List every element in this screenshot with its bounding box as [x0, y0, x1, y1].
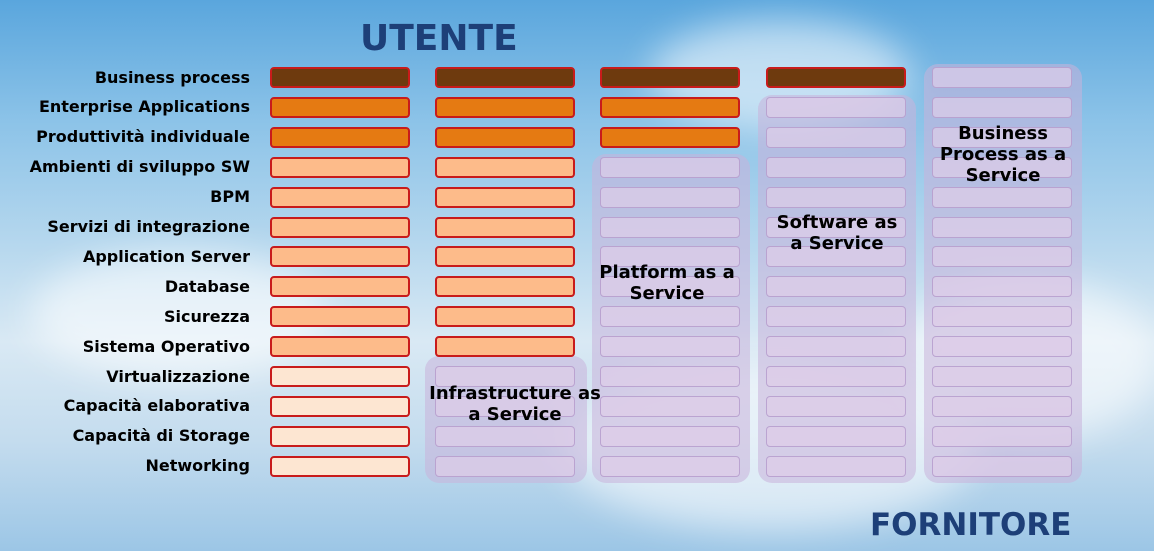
provider-layer-cell-c5-r9 [932, 306, 1072, 328]
user-layer-cell-c1-r9 [270, 306, 410, 328]
provider-layer-cell-c4-r13 [766, 425, 906, 447]
user-layer-cell-c2-r2 [435, 96, 575, 118]
provider-layer-cell-c2-r11 [435, 366, 575, 387]
provider-layer-cell-c3-r13 [600, 425, 740, 447]
user-layer-cell-c1-r10 [270, 336, 410, 358]
user-layer-cell-c2-r3 [435, 126, 575, 148]
provider-layer-cell-c3-r12 [600, 395, 740, 417]
row-label-business-process: Business process [94, 67, 250, 87]
provider-layer-cell-c3-r11 [600, 366, 740, 387]
user-title: UTENTE [360, 18, 518, 59]
row-label-bpm: BPM [210, 187, 250, 207]
user-layer-cell-c1-r7 [270, 246, 410, 268]
provider-layer-cell-c3-r8 [600, 276, 740, 298]
provider-layer-cell-c4-r7 [766, 246, 906, 268]
user-layer-cell-c3-r2 [600, 96, 740, 118]
provider-layer-cell-c2-r14 [435, 455, 575, 477]
user-layer-cell-c1-r12 [270, 395, 410, 417]
provider-layer-cell-c3-r9 [600, 306, 740, 328]
provider-layer-cell-c3-r10 [600, 336, 740, 358]
user-layer-cell-c2-r4 [435, 156, 575, 178]
user-layer-cell-c1-r5 [270, 186, 410, 208]
provider-layer-cell-c2-r12 [435, 395, 575, 417]
row-label-enterprise-applications: Enterprise Applications [38, 97, 250, 117]
row-label-virtualizzazione: Virtualizzazione [106, 366, 250, 386]
provider-layer-cell-c4-r8 [766, 276, 906, 298]
row-label-application-server: Application Server [82, 246, 250, 266]
provider-layer-cell-c4-r10 [766, 336, 906, 358]
provider-layer-cell-c4-r6 [766, 216, 906, 238]
user-layer-cell-c2-r7 [435, 246, 575, 268]
user-layer-cell-c1-r11 [270, 366, 410, 387]
user-layer-cell-c4-r1 [766, 67, 906, 88]
user-layer-cell-c1-r4 [270, 156, 410, 178]
row-label-database: Database [164, 276, 250, 296]
user-layer-cell-c2-r6 [435, 216, 575, 238]
provider-layer-cell-c5-r8 [932, 276, 1072, 298]
row-label-capacita-di-storage: Capacità di Storage [72, 426, 250, 446]
user-layer-cell-c2-r8 [435, 276, 575, 298]
provider-layer-cell-c4-r12 [766, 395, 906, 417]
provider-layer-cell-c5-r13 [932, 425, 1072, 447]
provider-layer-cell-c5-r2 [932, 96, 1072, 118]
provider-layer-cell-c5-r14 [932, 455, 1072, 477]
provider-title: FORNITORE [870, 507, 1072, 543]
provider-layer-cell-c5-r11 [932, 366, 1072, 387]
provider-layer-cell-c2-r13 [435, 425, 575, 447]
provider-layer-cell-c4-r5 [766, 186, 906, 208]
user-layer-cell-c2-r5 [435, 186, 575, 208]
provider-layer-cell-c5-r4 [932, 156, 1072, 178]
user-layer-cell-c2-r1 [435, 67, 575, 88]
row-label-ambienti-di-sviluppo-sw: Ambienti di sviluppo SW [29, 157, 250, 177]
provider-layer-cell-c5-r10 [932, 336, 1072, 358]
user-layer-cell-c3-r1 [600, 67, 740, 88]
provider-layer-cell-c5-r1 [932, 67, 1072, 88]
row-label-produttivita-individuale: Produttività individuale [36, 127, 250, 147]
row-label-sicurezza: Sicurezza [163, 306, 250, 326]
provider-layer-cell-c5-r7 [932, 246, 1072, 268]
provider-layer-cell-c4-r9 [766, 306, 906, 328]
provider-layer-cell-c4-r11 [766, 366, 906, 387]
user-layer-cell-c1-r3 [270, 126, 410, 148]
user-layer-cell-c2-r9 [435, 306, 575, 328]
provider-layer-cell-c4-r4 [766, 156, 906, 178]
provider-layer-cell-c3-r5 [600, 186, 740, 208]
user-layer-cell-c2-r10 [435, 336, 575, 358]
user-layer-cell-c1-r2 [270, 96, 410, 118]
provider-layer-cell-c5-r12 [932, 395, 1072, 417]
user-layer-cell-c1-r8 [270, 276, 410, 298]
user-layer-cell-c1-r1 [270, 67, 410, 88]
row-label-sistema-operativo: Sistema Operativo [82, 336, 250, 356]
provider-layer-cell-c4-r3 [766, 126, 906, 148]
user-layer-cell-c1-r13 [270, 425, 410, 447]
user-layer-cell-c3-r3 [600, 126, 740, 148]
row-label-networking: Networking [145, 456, 250, 476]
provider-layer-cell-c5-r3 [932, 126, 1072, 148]
provider-layer-cell-c5-r5 [932, 186, 1072, 208]
user-layer-cell-c1-r14 [270, 455, 410, 477]
provider-layer-cell-c3-r6 [600, 216, 740, 238]
row-label-capacita-elaborativa: Capacità elaborativa [63, 396, 250, 416]
provider-layer-cell-c4-r14 [766, 455, 906, 477]
row-label-servizi-di-integrazione: Servizi di integrazione [47, 217, 250, 236]
provider-layer-cell-c5-r6 [932, 216, 1072, 238]
user-layer-cell-c1-r6 [270, 216, 410, 238]
provider-layer-cell-c3-r4 [600, 156, 740, 178]
provider-layer-cell-c4-r2 [766, 96, 906, 118]
provider-layer-cell-c3-r14 [600, 455, 740, 477]
provider-layer-cell-c3-r7 [600, 246, 740, 268]
